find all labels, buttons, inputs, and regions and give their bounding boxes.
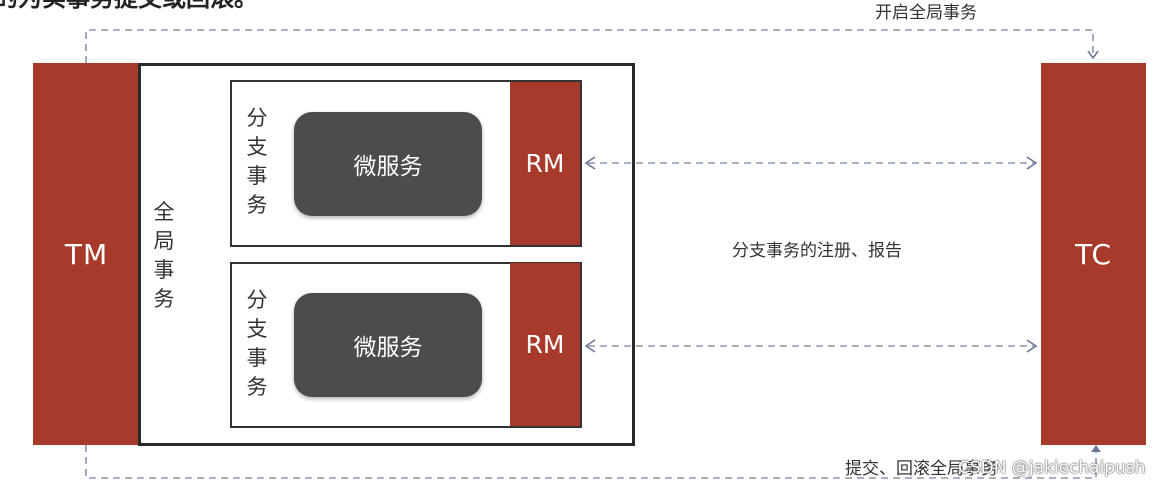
arrowhead (1026, 339, 1038, 353)
tm-block: TM (33, 63, 140, 445)
tc-block: TC (1041, 63, 1146, 445)
tc-label: TC (1074, 237, 1112, 271)
begin-global-label: 开启全局事务 (875, 3, 977, 23)
rm-label: RM (525, 149, 565, 178)
arrowhead (1026, 156, 1038, 170)
microservice-label: 微服务 (353, 154, 423, 180)
rm-block: RM (510, 82, 580, 245)
tm-label: TM (64, 237, 109, 271)
branch-transaction-label: 分支事务 (246, 288, 268, 399)
register-report-label: 分支事务的注册、报告 (732, 241, 902, 261)
rm-block: RM (510, 263, 580, 426)
header-fragment: 的为实事务提交或回滚。 (0, 0, 258, 13)
arrowhead (1087, 50, 1099, 60)
branch-transaction-label: 分支事务 (246, 106, 268, 217)
global-transaction-label: 全局事务 (153, 200, 175, 311)
microservice-box: 微服务 (294, 293, 482, 397)
commit-rollback-label: 提交、回滚全局事务 (845, 459, 998, 479)
rm-label: RM (525, 330, 565, 359)
watermark: CSDN @jakiechaipush (958, 458, 1146, 478)
arrowhead (1091, 445, 1101, 452)
microservice-label: 微服务 (353, 335, 423, 361)
microservice-box: 微服务 (294, 112, 482, 216)
begin-global-arrow (85, 29, 1094, 63)
